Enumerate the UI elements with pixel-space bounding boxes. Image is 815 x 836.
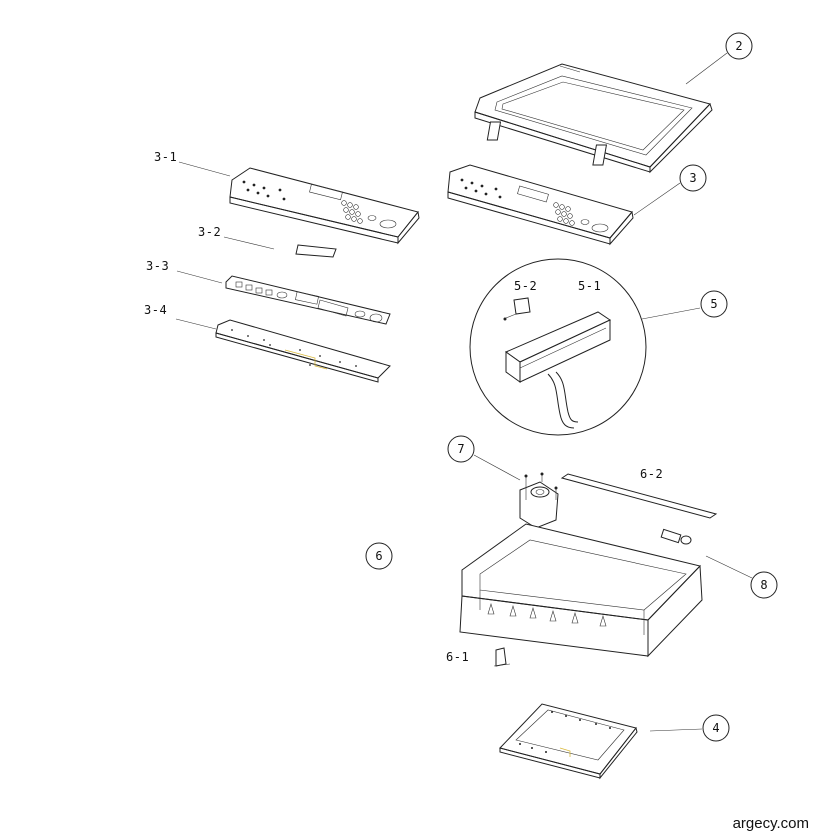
main-board-part <box>499 703 638 780</box>
control-panel-assembly-part <box>447 164 634 246</box>
part-label-5-2: 5-2 <box>514 279 537 293</box>
part-label-6-1: 6-1 <box>446 650 469 664</box>
svg-text:8: 8 <box>760 578 767 592</box>
callout-5: 5 <box>700 290 728 318</box>
scanner-base-part <box>459 523 703 658</box>
callout-8: 8 <box>750 571 778 599</box>
callout-2: 2 <box>725 32 753 60</box>
svg-text:3: 3 <box>689 171 696 185</box>
svg-text:2: 2 <box>735 39 742 53</box>
svg-text:7: 7 <box>457 442 464 456</box>
svg-text:6: 6 <box>375 549 382 563</box>
part-label-5-1: 5-1 <box>578 279 601 293</box>
panel-cover-part <box>229 167 420 245</box>
motor-assembly-part <box>519 472 559 529</box>
rail-part <box>560 473 718 519</box>
part-label-3-1: 3-1 <box>154 150 177 164</box>
lcd-window-part <box>295 244 337 258</box>
scanner-cover-part <box>474 63 713 174</box>
part-label-3-4: 3-4 <box>144 303 167 317</box>
watermark: argecy.com <box>732 815 809 832</box>
svg-text:4: 4 <box>712 721 719 735</box>
callout-7: 7 <box>447 435 475 463</box>
callout-3: 3 <box>679 164 707 192</box>
svg-text:5: 5 <box>710 297 717 311</box>
rubber-keypad-part <box>225 275 391 325</box>
leader-lines <box>175 52 753 732</box>
control-pcb-part <box>215 319 391 383</box>
callout-4: 4 <box>702 714 730 742</box>
part-label-3-2: 3-2 <box>198 225 221 239</box>
callout-6: 6 <box>365 542 393 570</box>
part-label-6-2: 6-2 <box>640 467 663 481</box>
scanner-module-detail <box>469 258 647 436</box>
part-label-3-3: 3-3 <box>146 259 169 273</box>
foot-part <box>493 647 511 667</box>
